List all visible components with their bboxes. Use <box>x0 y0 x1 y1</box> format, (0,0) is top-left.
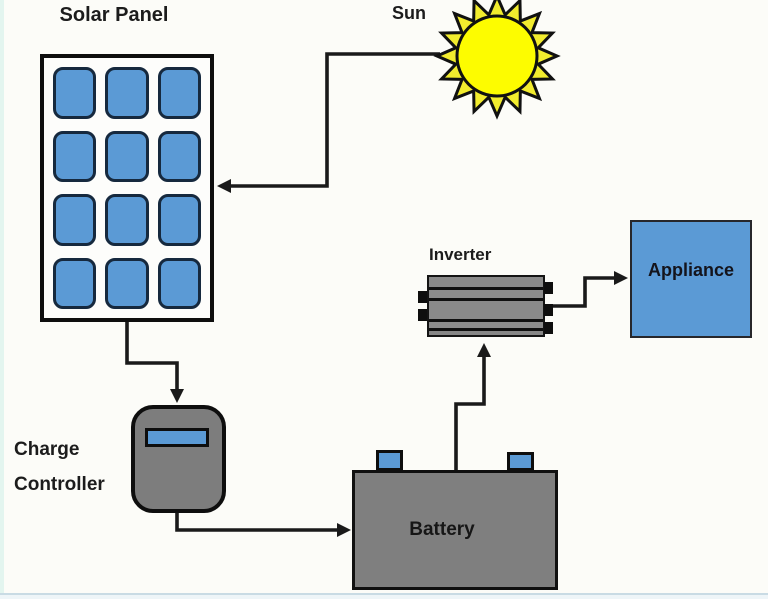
solar-cell <box>105 130 149 182</box>
appliance-box: Appliance <box>630 220 752 338</box>
inverter-label: Inverter <box>429 245 492 264</box>
battery-label: Battery <box>409 519 475 540</box>
solar-panel-label: Solar Panel <box>59 4 169 26</box>
solar-cell <box>53 130 97 182</box>
appliance-label: Appliance <box>647 259 735 280</box>
solar-cell <box>157 67 201 119</box>
inverter-tab-right <box>544 282 553 294</box>
solar-cell <box>53 257 97 309</box>
arrowhead-to-appliance <box>614 271 628 285</box>
solar-cell <box>105 257 149 309</box>
solar-cell <box>53 67 97 119</box>
inverter-tab-right <box>544 322 553 334</box>
inverter-tab-right <box>544 304 553 316</box>
bottom-edge-artifact <box>0 593 768 599</box>
sun-icon <box>433 0 561 120</box>
battery-terminal-left <box>376 450 403 471</box>
solar-cell <box>157 130 201 182</box>
battery-terminal-right <box>507 452 534 471</box>
solar-cell <box>105 194 149 246</box>
charge-controller-label-line1: Charge <box>14 439 80 460</box>
controller-display <box>145 428 209 447</box>
battery: Battery <box>352 470 558 590</box>
wire-panel-to-controller <box>125 318 179 392</box>
wire-inverter-to-appliance <box>548 276 617 308</box>
wire-battery-to-inverter <box>454 354 486 470</box>
charge-controller-label-line2: Controller <box>14 474 105 495</box>
arrowhead-to-inverter <box>477 343 491 357</box>
solar-cell <box>53 194 97 246</box>
wire-sun-to-panel <box>229 52 440 188</box>
solar-panel <box>40 54 214 322</box>
inverter-tab-left <box>418 309 427 321</box>
arrowhead-to-battery <box>337 523 351 537</box>
inverter-tab-left <box>418 291 427 303</box>
sun-core <box>455 14 539 98</box>
solar-cell <box>105 67 149 119</box>
solar-cell <box>157 194 201 246</box>
left-edge-artifact <box>0 0 4 599</box>
inverter <box>427 275 545 337</box>
wire-controller-to-battery <box>175 510 340 532</box>
arrowhead-to-panel <box>217 179 231 193</box>
solar-cell <box>157 257 201 309</box>
sun-label: Sun <box>392 3 426 23</box>
charge-controller <box>131 405 226 513</box>
charge-controller-label: Charge Controller <box>14 432 105 502</box>
arrowhead-to-controller <box>170 389 184 403</box>
